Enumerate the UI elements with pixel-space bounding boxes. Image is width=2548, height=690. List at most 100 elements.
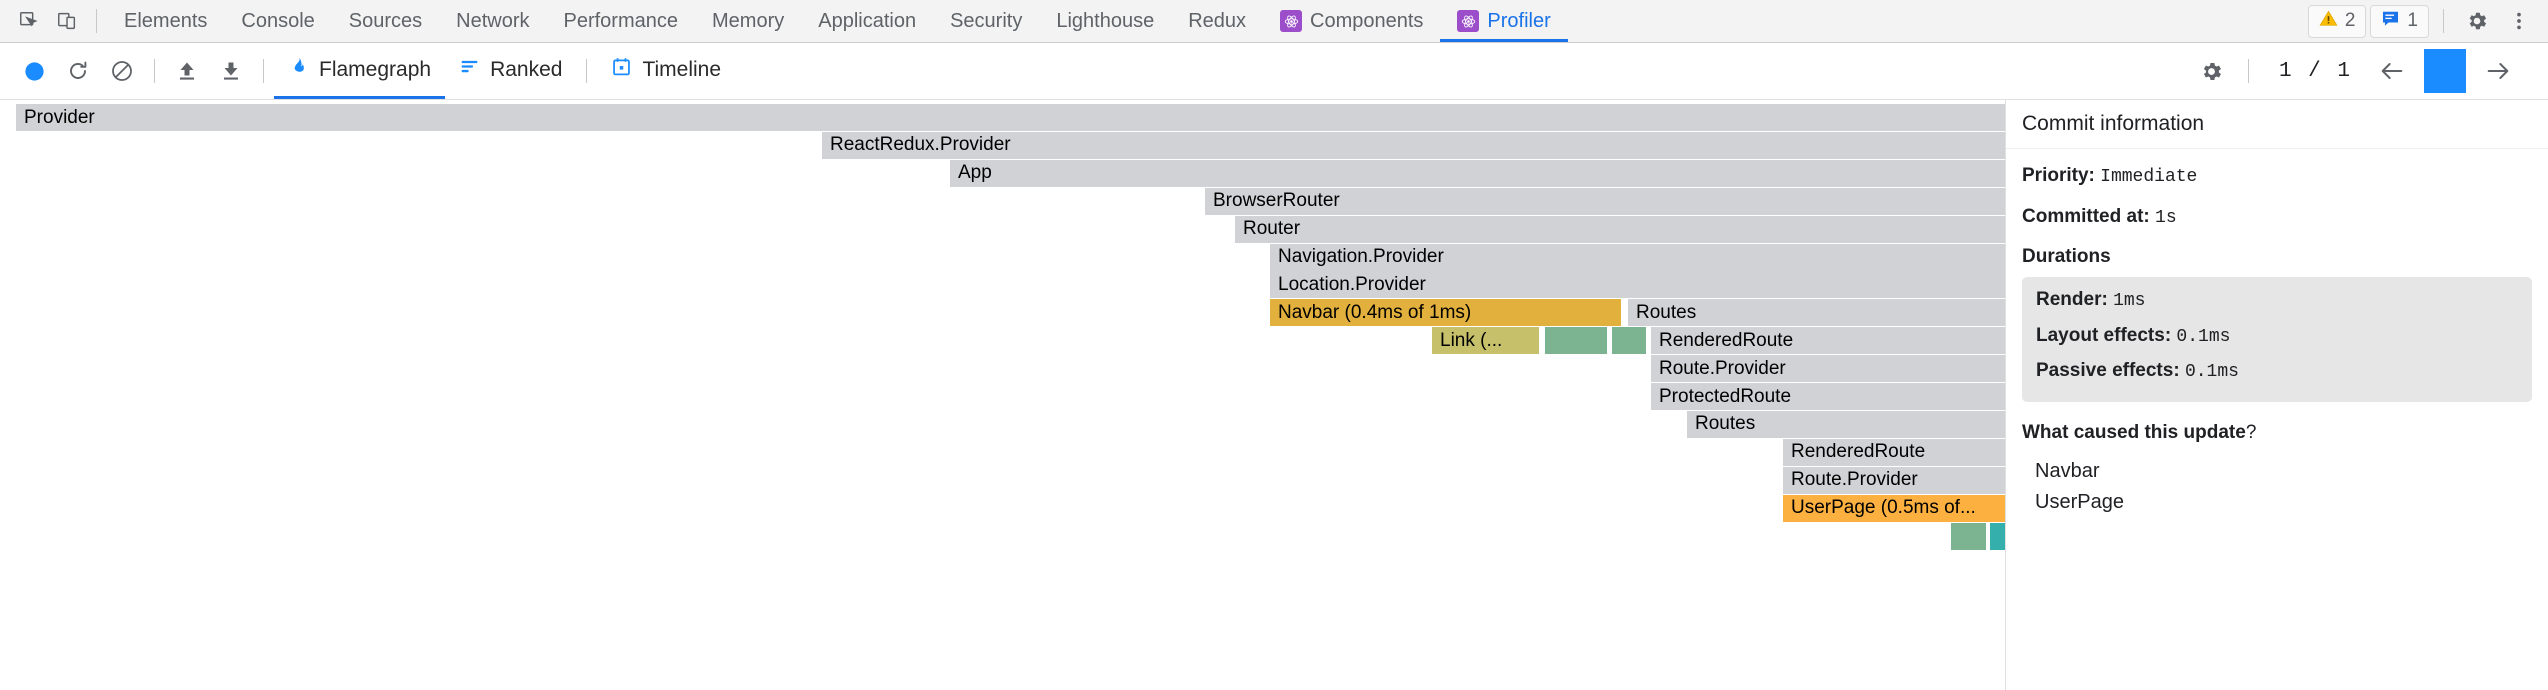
tab-security[interactable]: Security (933, 0, 1039, 42)
next-commit-arrow[interactable] (2478, 49, 2518, 93)
flamegraph-bar-location.provider[interactable]: Location.Provider (1270, 271, 2005, 299)
flamegraph-bar-unlabeled[interactable] (1951, 522, 1986, 550)
flamegraph-bar-renderedroute[interactable]: RenderedRoute (1783, 438, 2005, 466)
duration-layout-effects-row: Layout effects: 0.1ms (2036, 324, 2231, 347)
commit-info-sidebar: Commit information Priority: Immediate C… (2005, 100, 2548, 690)
durations-box: Render: 1ms Layout effects: 0.1ms Passiv… (2022, 277, 2532, 402)
warnings-counter[interactable]: 2 (2307, 4, 2367, 38)
flame-icon (288, 56, 309, 83)
devtools-status-area: 2 1 (2307, 2, 2538, 40)
committed-at-label: Committed at (2022, 205, 2144, 227)
device-toolbar-icon[interactable] (48, 2, 86, 40)
reload-and-record-button[interactable] (56, 49, 100, 93)
flamegraph-bar-route.provider[interactable]: Route.Provider (1651, 355, 2005, 383)
flamegraph-bar-userpage[interactable]: UserPage (0.5ms of... (1783, 494, 2005, 522)
tab-lighthouse-label: Lighthouse (1056, 9, 1155, 32)
priority-value: Immediate (2100, 167, 2198, 187)
flamegraph-bar-unlabeled[interactable] (1545, 327, 1607, 355)
flamegraph-bar-reactredux.provider[interactable]: ReactRedux.Provider (822, 131, 2005, 159)
clear-profiling-data-button[interactable] (100, 49, 144, 93)
gear-icon[interactable] (2458, 2, 2496, 40)
tab-sources-label: Sources (348, 9, 423, 32)
warning-triangle-icon (2319, 9, 2338, 34)
view-tab-timeline-label: Timeline (642, 57, 722, 81)
flamegraph-bar-renderedroute[interactable]: RenderedRoute (1651, 327, 2005, 355)
tab-memory[interactable]: Memory (695, 0, 801, 42)
devtools-tabs: Elements Console Sources Network Perform… (107, 0, 2308, 42)
duration-render-value: 1ms (2113, 291, 2146, 312)
save-profile-button[interactable] (209, 49, 253, 93)
flamegraph-bar-unlabeled[interactable] (1612, 327, 1646, 355)
duration-passive-effects-row: Passive effects: 0.1ms (2036, 360, 2239, 383)
tab-console-label: Console (241, 9, 315, 32)
profiler-divider-1 (154, 59, 155, 83)
tab-redux[interactable]: Redux (1171, 0, 1263, 42)
inspect-element-icon[interactable] (10, 2, 48, 40)
commit-bar-1[interactable] (2424, 49, 2466, 93)
previous-commit-arrow[interactable] (2372, 49, 2412, 93)
tab-lighthouse[interactable]: Lighthouse (1039, 0, 1171, 42)
duration-passive-effects-value: 0.1ms (2184, 362, 2239, 383)
toolbar-divider (96, 9, 97, 33)
commit-total: 1 (2337, 59, 2352, 83)
flamegraph-scrollbar[interactable] (2001, 100, 2005, 690)
what-caused-update-suffix: ? (2245, 421, 2257, 443)
tab-sources[interactable]: Sources (332, 0, 439, 42)
flamegraph-bar-routes[interactable]: Routes (1628, 299, 2005, 327)
caused-item-navbar[interactable]: Navbar (2035, 459, 2100, 482)
load-profile-button[interactable] (165, 49, 209, 93)
flamegraph-bar-routes[interactable]: Routes (1687, 410, 2005, 438)
kebab-menu-icon[interactable] (2500, 2, 2538, 40)
commit-separator: / (2308, 59, 2323, 83)
duration-layout-effects-label: Layout effects (2036, 324, 2165, 346)
committed-at-row: Committed at: 1s (2022, 205, 2177, 228)
duration-render-label: Render (2036, 289, 2102, 311)
flamegraph-bar-route.provider[interactable]: Route.Provider (1783, 466, 2005, 494)
tab-profiler-label: Profiler (1487, 9, 1551, 32)
flamegraph-bar-unlabeled[interactable] (1990, 522, 2005, 550)
profiler-settings-icon[interactable] (2190, 49, 2234, 93)
tab-memory-label: Memory (712, 9, 785, 32)
view-tab-ranked[interactable]: Ranked (445, 43, 576, 99)
view-tab-ranked-label: Ranked (490, 57, 563, 81)
commit-divider (2247, 59, 2249, 83)
tab-security-label: Security (950, 9, 1023, 32)
what-caused-update-text: What caused this update (2022, 421, 2246, 443)
flamegraph-bar-protectedroute[interactable]: ProtectedRoute (1651, 383, 2005, 410)
flamegraph-bar-app[interactable]: App (950, 159, 2005, 187)
tab-performance-label: Performance (563, 9, 679, 32)
view-tab-timeline[interactable]: Timeline (597, 43, 735, 99)
tab-performance[interactable]: Performance (547, 0, 696, 42)
profiler-divider-2 (263, 59, 264, 83)
tab-console[interactable]: Console (224, 0, 331, 42)
messages-counter[interactable]: 1 (2370, 4, 2429, 38)
react-logo-icon (1457, 10, 1480, 32)
tab-elements[interactable]: Elements (107, 0, 224, 42)
flamegraph-bar-navigation.provider[interactable]: Navigation.Provider (1270, 243, 2005, 271)
status-divider (2443, 9, 2444, 33)
tab-network-label: Network (456, 9, 530, 32)
commit-counter: 1 / 1 (2263, 60, 2368, 83)
view-tab-flamegraph-label: Flamegraph (319, 57, 432, 81)
tab-network[interactable]: Network (439, 0, 546, 42)
warnings-count: 2 (2344, 10, 2356, 31)
tab-profiler[interactable]: Profiler (1440, 0, 1568, 42)
record-button[interactable] (12, 49, 56, 93)
tab-components[interactable]: Components (1263, 0, 1440, 42)
tab-components-label: Components (1310, 9, 1424, 32)
flamegraph-bar-router[interactable]: Router (1235, 215, 2005, 243)
flamegraph-bar-browserrouter[interactable]: BrowserRouter (1205, 187, 2005, 215)
ranked-bars-icon (459, 56, 480, 83)
caused-item-userpage[interactable]: UserPage (2035, 490, 2124, 513)
tab-application[interactable]: Application (801, 0, 933, 42)
commit-bar-chart (2416, 49, 2474, 93)
commit-index: 1 (2278, 59, 2294, 83)
flamegraph-bar-link[interactable]: Link (... (1432, 327, 1539, 355)
view-tab-flamegraph[interactable]: Flamegraph (274, 43, 446, 99)
flamegraph-bar-navbar[interactable]: Navbar (0.4ms of 1ms) (1270, 299, 1621, 327)
flamegraph-bar-provider[interactable]: Provider (16, 104, 2005, 131)
